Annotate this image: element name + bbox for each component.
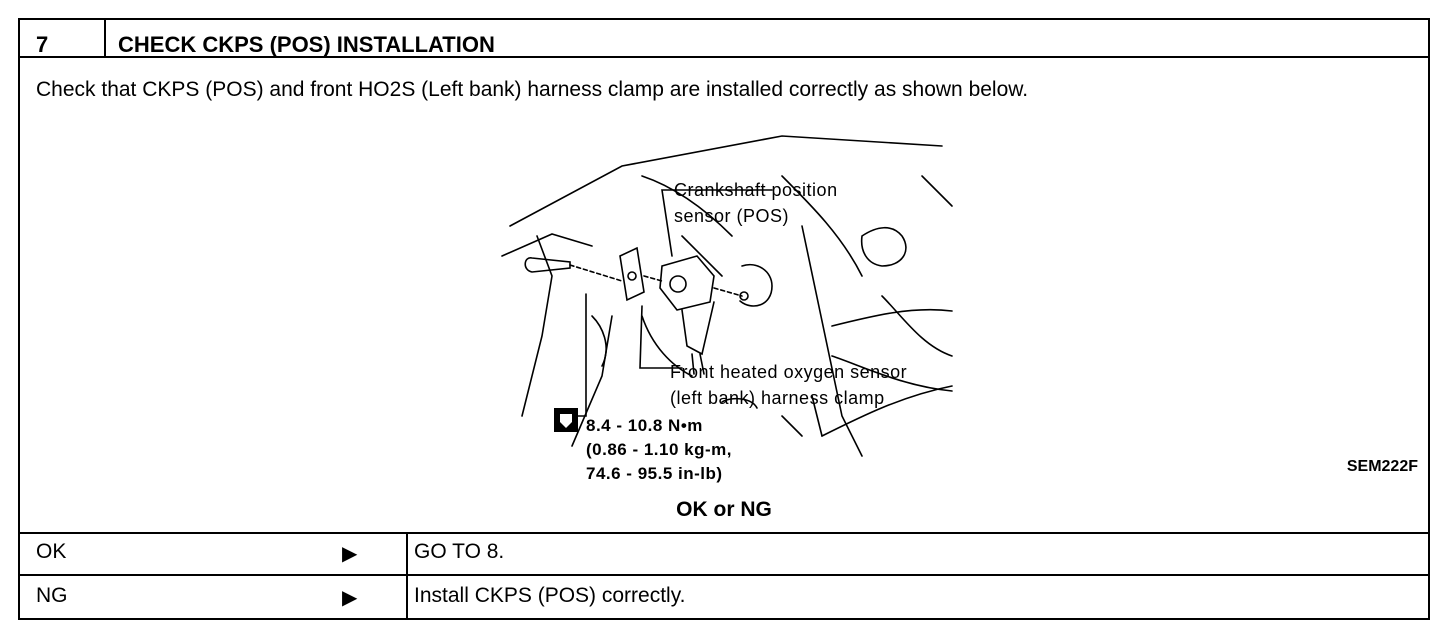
engine-illustration bbox=[501, 135, 953, 457]
clamp-callout-line2: (left bank) harness clamp bbox=[670, 388, 885, 408]
result-action-ng: Install CKPS (POS) correctly. bbox=[414, 584, 686, 607]
result-action-ok: GO TO 8. bbox=[414, 540, 505, 563]
arrow-right-icon: ▶ bbox=[342, 587, 358, 609]
result-column-divider bbox=[406, 532, 408, 618]
header-divider bbox=[104, 20, 106, 56]
ok-or-ng-label: OK or NG bbox=[676, 498, 772, 521]
step-number: 7 bbox=[36, 32, 49, 57]
sensor-callout-line1: Crankshaft position bbox=[674, 180, 838, 200]
result-label-ng: NG bbox=[36, 584, 68, 607]
figure-code: SEM222F bbox=[1346, 458, 1418, 475]
inspection-step-table: 7 CHECK CKPS (POS) INSTALLATION Check th… bbox=[18, 18, 1430, 620]
engine-diagram: Crankshaft position sensor (POS) Front h… bbox=[482, 116, 962, 488]
result-separator-top bbox=[20, 532, 1428, 534]
torque-spec-line3: 74.6 - 95.5 in-lb) bbox=[586, 464, 723, 483]
instruction-text: Check that CKPS (POS) and front HO2S (Le… bbox=[36, 78, 1029, 101]
torque-spec-line1: 8.4 - 10.8 N•m bbox=[586, 416, 703, 435]
clamp-callout-line1: Front heated oxygen sensor bbox=[670, 362, 908, 382]
arrow-right-icon: ▶ bbox=[342, 543, 358, 565]
step-title: CHECK CKPS (POS) INSTALLATION bbox=[118, 32, 495, 57]
torque-spec-line2: (0.86 - 1.10 kg-m, bbox=[586, 440, 733, 459]
header-separator bbox=[20, 56, 1428, 58]
sensor-callout-line2: sensor (POS) bbox=[674, 206, 790, 226]
result-separator-middle bbox=[20, 574, 1428, 576]
result-label-ok: OK bbox=[36, 540, 67, 563]
